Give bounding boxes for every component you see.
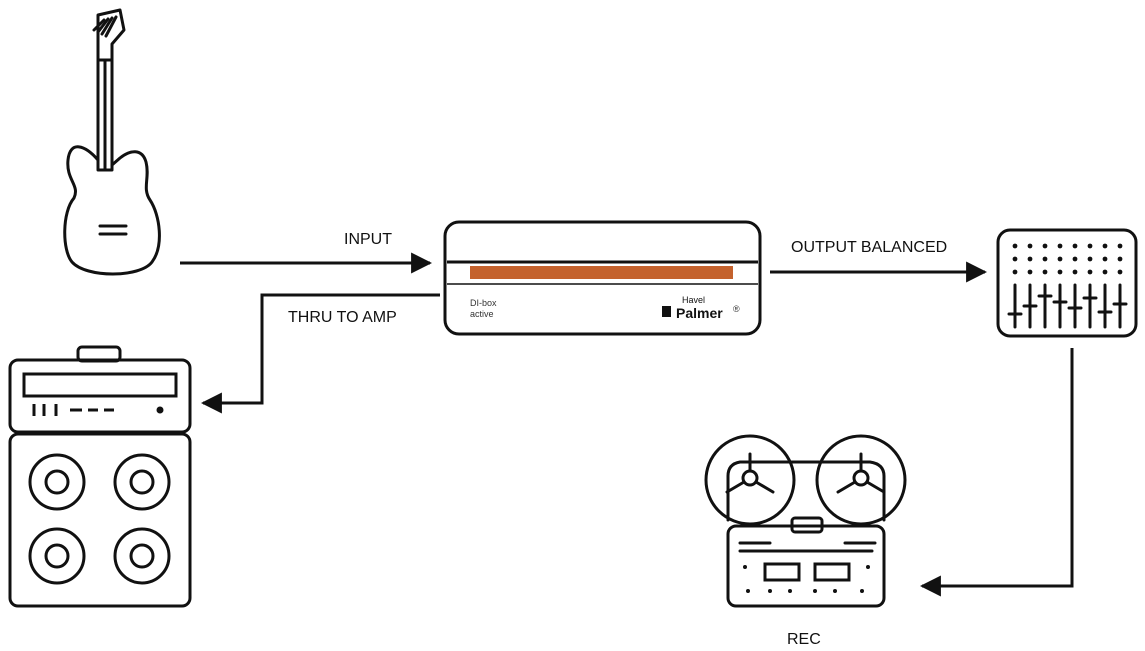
connection-lines [180,252,1074,597]
di-box-brand-sub: Havel [682,295,705,305]
di-box-accent-strip [470,266,733,279]
input-label: INPUT [344,231,392,248]
guitar-amp-cabinet-icon [8,345,192,608]
output-balanced-label: OUTPUT BALANCED [791,239,947,256]
di-box-brand: Palmer [676,305,723,321]
electric-guitar-icon [63,8,161,276]
di-box-brand-mark: ® [733,304,740,314]
di-box-model-line2: active [470,309,494,319]
mixing-console-icon [996,228,1138,338]
di-box-model-line1: DI-box [470,298,497,308]
thru-to-amp-label: THRU TO AMP [288,309,397,326]
di-box-device-icon: DI-box active Havel Palmer ® [443,220,762,336]
rec-arrow [919,348,1074,597]
thru-arrow [200,293,440,414]
reel-to-reel-recorder-icon [704,434,907,608]
rec-label: REC [787,631,821,648]
